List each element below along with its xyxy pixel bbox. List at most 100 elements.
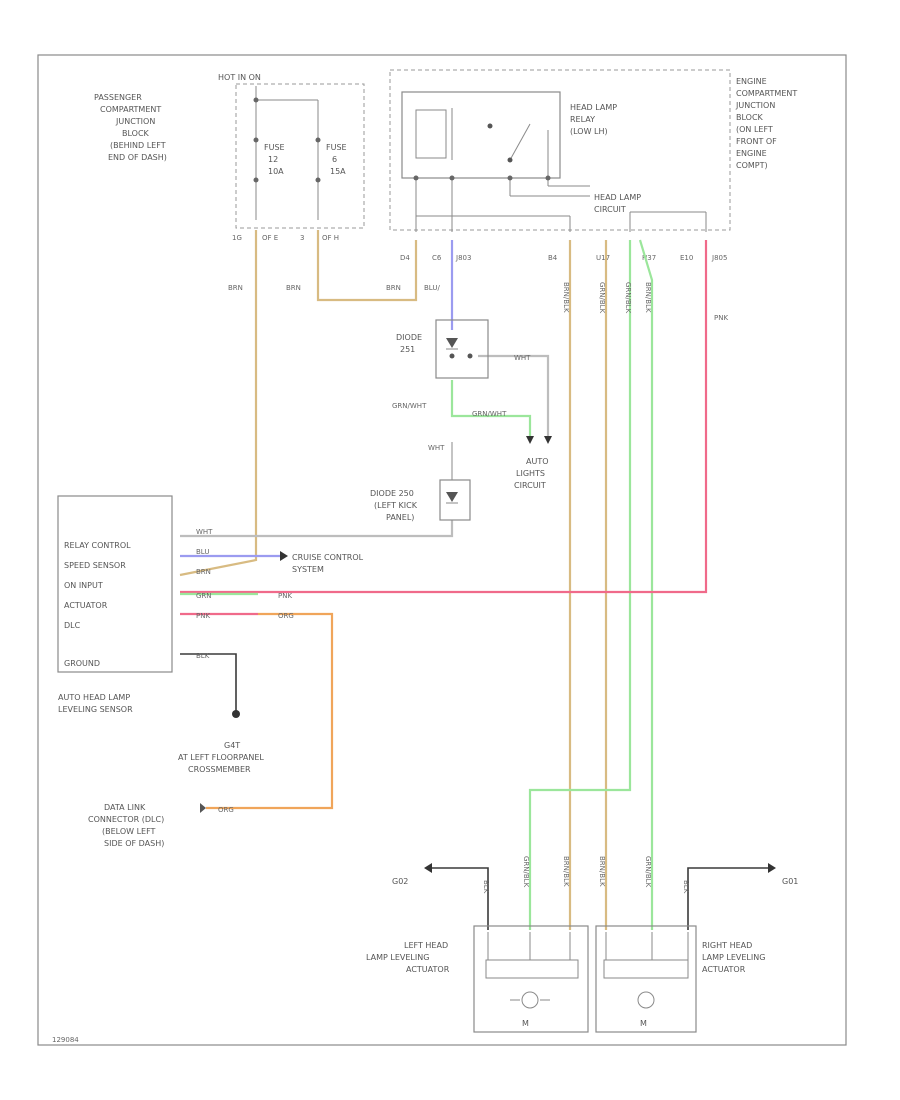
wire-blk-right-actuator — [687, 867, 768, 930]
wl-pnk-act: PNK — [278, 592, 292, 600]
wl-brn-2: BRN — [286, 284, 301, 292]
ejb-line-2: JUNCTION — [735, 101, 775, 110]
d250-line-1: (LEFT KICK — [374, 501, 418, 510]
fuse-a-line-0: FUSE — [264, 143, 285, 152]
left-motor-label: M — [522, 1019, 529, 1028]
conn-b4: B4 — [548, 254, 558, 262]
conn-j803: J803 — [455, 254, 471, 262]
wire-pnk-j805 — [180, 240, 708, 594]
pin-actuator: ACTUATOR — [64, 601, 108, 610]
data-link-connector: DATA LINK CONNECTOR (DLC) (BELOW LEFT SI… — [88, 803, 206, 848]
wl-org-dlc: ORG — [278, 612, 294, 620]
ejb-line-0: ENGINE — [736, 77, 767, 86]
alc-line-0: AUTO — [526, 457, 549, 466]
relay-line-2: (LOW LH) — [570, 127, 608, 136]
pin-speed-sensor: SPEED SENSOR — [64, 561, 126, 570]
ra-line-0: RIGHT HEAD — [702, 941, 752, 950]
conn-3: 3 — [300, 234, 304, 242]
g4t-line-0: G4T — [224, 741, 240, 750]
footer-code: 129084 — [52, 1036, 79, 1044]
pjb-line-1: COMPARTMENT — [100, 105, 161, 114]
wl-grn-wht-2: GRN/WHT — [472, 410, 507, 418]
sensor-name-1: LEVELING SENSOR — [58, 705, 133, 714]
hot-label: HOT IN ON — [218, 73, 261, 82]
sensor-name-0: AUTO HEAD LAMP — [58, 693, 130, 702]
wl-wht-2: WHT — [428, 444, 445, 452]
diode-250: DIODE 250 (LEFT KICK PANEL) — [370, 442, 471, 522]
fuse-b-line-0: FUSE — [326, 143, 347, 152]
g4t-line-2: CROSSMEMBER — [188, 765, 251, 774]
wire-grn-diode — [450, 380, 532, 436]
wl-blk-gnd: BLK — [196, 652, 210, 660]
wl-pnk-dlc: PNK — [196, 612, 210, 620]
fuse-a-line-1: 12 — [268, 155, 278, 164]
la-line-1: LAMP LEVELING — [366, 953, 429, 962]
ejb-line-7: COMPT) — [736, 161, 768, 170]
dlc-line-2: (BELOW LEFT — [102, 827, 156, 836]
cruise-control-ref: CRUISE CONTROL SYSTEM — [280, 551, 364, 574]
pin-on-input: ON INPUT — [64, 581, 103, 590]
la-line-0: LEFT HEAD — [404, 941, 448, 950]
wl-wht-relay: WHT — [196, 528, 213, 536]
wl-brn-oninput: BRN — [196, 568, 211, 576]
conn-j805: J805 — [711, 254, 727, 262]
conn-c6: C6 — [432, 254, 442, 262]
pjb-line-2: JUNCTION — [115, 117, 155, 126]
wl-grn-act: GRN — [196, 592, 212, 600]
alc-line-2: CIRCUIT — [514, 481, 546, 490]
wire-wht-diode — [478, 354, 550, 436]
d251-line-0: DIODE — [396, 333, 422, 342]
d250-line-2: PANEL) — [386, 513, 414, 522]
ejb-line-3: BLOCK — [736, 113, 764, 122]
ground-g4t: G4T AT LEFT FLOORPANEL CROSSMEMBER — [178, 710, 264, 774]
ejb-line-6: ENGINE — [736, 149, 767, 158]
wire-wht-relay — [180, 520, 454, 538]
fuse-b-line-2: 15A — [330, 167, 346, 176]
wl-brn-left: BRN/BLK — [562, 856, 570, 887]
wire-brn-fuse12 — [179, 230, 258, 577]
diode-251: DIODE 251 — [396, 319, 489, 379]
pjb-line-0: PASSENGER — [94, 93, 142, 102]
hlc-line-1: CIRCUIT — [594, 205, 626, 214]
hlc-line-0: HEAD LAMP — [594, 193, 641, 202]
left-actuator: M LEFT HEAD LAMP LEVELING ACTUATOR G02 — [366, 863, 589, 1033]
conn-h37: H37 — [642, 254, 656, 262]
pjb-line-3: BLOCK — [122, 129, 150, 138]
wire-org-dlc — [206, 612, 334, 810]
pjb-line-5: END OF DASH) — [108, 153, 167, 162]
diagram-frame — [37, 54, 847, 1046]
cc-line-1: SYSTEM — [292, 565, 324, 574]
wire-grn-h37-b — [638, 239, 654, 930]
cc-line-0: CRUISE CONTROL — [292, 553, 364, 562]
conn-u17: U17 — [596, 254, 610, 262]
wire-brn-fuse6 — [316, 230, 418, 302]
wl-blu-speed: BLU — [196, 548, 209, 556]
ejb-line-5: FRONT OF — [736, 137, 777, 146]
ground-left-label: G02 — [392, 877, 408, 886]
wl-grn-wht: GRN/WHT — [392, 402, 427, 410]
engine-junction-block: HEAD LAMP RELAY (LOW LH) HEAD LAMP CIRCU… — [389, 69, 797, 262]
leveling-sensor: RELAY CONTROL SPEED SENSOR ON INPUT ACTU… — [57, 495, 173, 714]
wire-grn-h37-a — [528, 240, 632, 930]
wl-grn-left: GRN/BLK — [522, 856, 530, 888]
alc-line-1: LIGHTS — [516, 469, 545, 478]
conn-1g: 1G — [232, 234, 242, 242]
passenger-junction-block: HOT IN ON PASSENGER COMPARTMENT JUNCTION… — [94, 73, 365, 242]
wl-brn-1: BRN — [228, 284, 243, 292]
ground-right-label: G01 — [782, 877, 798, 886]
wire-blk-ground — [180, 653, 237, 712]
auto-lights-circuit: AUTO LIGHTS CIRCUIT — [514, 436, 552, 490]
wl-pnk-j805: PNK — [714, 314, 728, 322]
black-wires — [180, 653, 768, 930]
wl-org-dlc-2: ORG — [218, 806, 234, 814]
dlc-line-3: SIDE OF DASH) — [104, 839, 164, 848]
wires — [179, 230, 708, 930]
wl-brn-3: BRN — [386, 284, 401, 292]
relay-line-0: HEAD LAMP — [570, 103, 617, 112]
fuse-a-line-2: 10A — [268, 167, 284, 176]
ejb-line-4: (ON LEFT — [736, 125, 773, 134]
wl-blk-right: BLK — [682, 880, 690, 894]
pin-relay-control: RELAY CONTROL — [64, 541, 131, 550]
wl-brn-b4: BRN/BLK — [562, 282, 570, 313]
